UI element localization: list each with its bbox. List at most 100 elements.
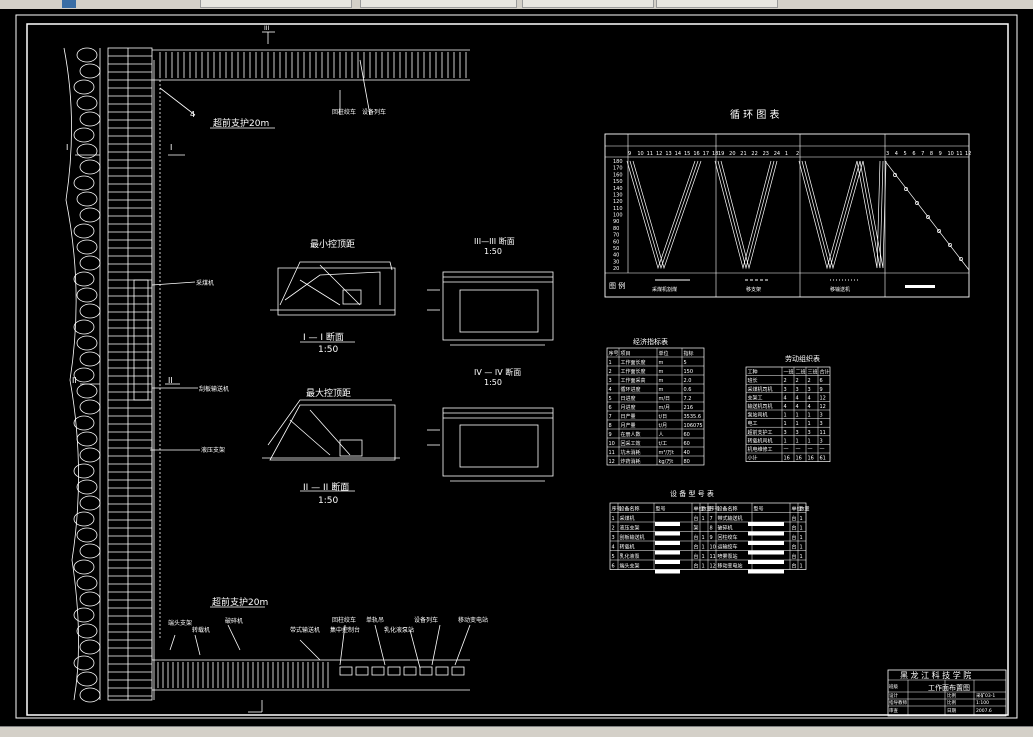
rock-block: [73, 463, 95, 479]
model-bar: [655, 569, 680, 574]
inner-border: [26, 23, 1009, 716]
tb-frame: [887, 669, 1007, 717]
hour-tick: 6: [912, 151, 915, 157]
table-cell: 台: [792, 544, 797, 551]
table-cell: 7: [710, 516, 713, 522]
hour-tick: 22: [751, 151, 757, 157]
y-tick: 70: [613, 233, 619, 239]
table-cell: 台: [694, 515, 699, 522]
table-cell: 60: [684, 432, 690, 438]
model-bar: [748, 531, 784, 536]
rock-block: [73, 559, 95, 575]
cad-drawing[interactable]: 超前支护20m 超前支护20m 4 I I II II III 采煤机 刮板输送…: [0, 9, 1033, 726]
tb-cell: 2007.6: [976, 708, 992, 714]
toolbar-tab[interactable]: [656, 0, 778, 8]
cycle-point: [904, 187, 908, 191]
rock-block: [76, 527, 98, 543]
rock-block: [79, 543, 101, 559]
table-cell: 日进度: [621, 395, 636, 402]
table-cell: 150: [684, 369, 694, 375]
model-bar: [655, 541, 680, 545]
hour-tick: 19: [718, 151, 724, 157]
section-labels: 最小控顶距 I — I 断面 1:50 最大控顶距 II — II 断面 1:5…: [303, 236, 521, 506]
marker-4: 4: [190, 110, 195, 119]
y-tick: 80: [613, 226, 619, 232]
table-cell: 日产量: [621, 413, 636, 420]
y-tick: 40: [613, 253, 619, 259]
cycle-chart-title: 循 环 图 表: [730, 108, 780, 121]
table-cell: m: [659, 360, 664, 366]
tb-cell: 设计: [889, 692, 898, 699]
hour-tick: 10: [637, 151, 643, 157]
cycle-curve: [801, 160, 861, 270]
table-cell: 班长: [748, 377, 758, 384]
equipment-car: [355, 666, 369, 676]
cycle-curve: [862, 160, 887, 269]
label-rail: 单轨吊: [366, 616, 384, 624]
table-cell: m/日: [659, 396, 671, 402]
table-cell: 4: [808, 404, 811, 410]
table-cell: 工作面长度: [621, 359, 646, 366]
table-cell: 1: [800, 535, 803, 541]
label-equip-top: 设备列车: [362, 108, 386, 116]
table-header-cell: 设备名称: [718, 506, 738, 513]
table-cell: 端头支架: [620, 563, 640, 570]
toolbar-tab[interactable]: [62, 0, 76, 8]
table-header-cell: 型号: [656, 506, 666, 513]
rock-block: [79, 303, 101, 319]
table-header-cell: 三班: [808, 369, 818, 376]
table-title: 经济指标表: [633, 337, 668, 346]
table-cell: 回采工效: [621, 440, 641, 447]
toolbar-tab[interactable]: [200, 0, 352, 8]
model-bar: [748, 522, 784, 526]
table-cell: 5: [612, 554, 615, 560]
label-winch-top: 回柱绞车: [332, 108, 356, 116]
tb-cell: 比例: [947, 692, 956, 699]
rock-block: [76, 239, 98, 255]
table-header-cell: 数量: [702, 506, 712, 513]
table-cell: 1: [702, 564, 705, 570]
table-cell: 1: [808, 421, 811, 427]
table-cell: t/工: [659, 441, 668, 447]
model-space[interactable]: [0, 9, 1033, 736]
table-cell: 台: [792, 515, 797, 522]
cycle-chart: 循 环 图 表 18017016015014013012011010090807…: [604, 108, 971, 298]
equipment-car: [451, 666, 465, 676]
y-tick: 110: [613, 206, 623, 212]
model-bar: [655, 550, 680, 555]
table-cell: 1: [702, 516, 705, 522]
toolbar-tab[interactable]: [360, 0, 517, 8]
model-bar: [748, 541, 784, 545]
table-frame: [745, 366, 831, 462]
y-tick: 90: [613, 219, 619, 225]
y-tick: 180: [613, 159, 623, 165]
outer-border: [15, 14, 1018, 719]
y-tick: 170: [613, 166, 623, 172]
table-cell: 月进度: [621, 404, 636, 411]
support-top-label: 超前支护20m: [213, 117, 269, 129]
toolbar-tab[interactable]: [522, 0, 654, 8]
rock-block: [76, 575, 98, 591]
hour-tick: 1: [785, 151, 788, 157]
cycle-curve: [632, 160, 702, 270]
table-cell: 11: [609, 450, 615, 456]
tb-cell: 比例: [947, 699, 956, 706]
table-cell: 移动变电站: [718, 563, 743, 570]
rock-block: [76, 623, 98, 639]
equipment-car: [387, 666, 401, 676]
equipment-car: [339, 666, 353, 676]
label-crusher: 破碎机: [225, 617, 243, 625]
rock-block: [73, 319, 95, 335]
model-bar: [748, 560, 784, 564]
table-header-cell: 序号: [710, 506, 720, 513]
table-cell: 80: [684, 459, 690, 465]
table-cell: 1: [808, 438, 811, 444]
table-cell: 1: [784, 421, 787, 427]
table-cell: 7: [609, 414, 612, 420]
table-cell: 4: [796, 395, 799, 401]
hour-tick: 9: [939, 151, 942, 157]
rock-block: [76, 479, 98, 495]
table-cell: 乳化液泵: [620, 553, 640, 560]
table-cell: 4: [609, 387, 612, 393]
rock-block: [73, 127, 95, 143]
